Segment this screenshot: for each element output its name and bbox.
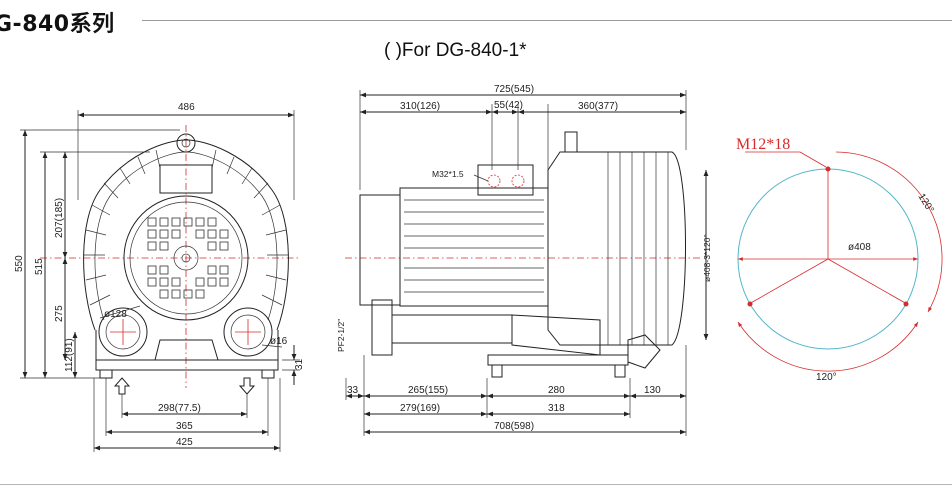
dim-265: 265(155) xyxy=(408,385,448,396)
dim-298: 298(77.5) xyxy=(158,403,201,414)
section-header: G-840系列 xyxy=(0,0,952,40)
series-title: G-840系列 xyxy=(0,12,115,37)
dim-55: 55(42) xyxy=(494,100,523,111)
flange-view: M12*18 ø408 120° 120° xyxy=(736,136,943,383)
fan-grille xyxy=(147,217,229,299)
dim-112: 112(91) xyxy=(64,338,75,372)
dim-275: 275 xyxy=(54,305,65,322)
dim-port-128: ø128 xyxy=(104,309,127,320)
model-subtitle: ( )For DG-840-1* xyxy=(384,40,527,61)
dim-279: 279(169) xyxy=(400,403,440,414)
dim-408-3: ø408-3*120° xyxy=(702,234,712,282)
dim-207: 207(185) xyxy=(54,198,65,238)
side-view: M32*1.5 PF2-1/2" 725(545) 310(126) 55(42… xyxy=(336,84,712,436)
flange-dia: ø408 xyxy=(848,242,871,253)
dim-425: 425 xyxy=(176,437,193,448)
dim-31: 31 xyxy=(294,358,305,370)
dim-360: 360(377) xyxy=(578,101,618,112)
flange-angle-2: 120° xyxy=(816,372,837,383)
dim-725: 725(545) xyxy=(494,84,534,95)
dim-33: 33 xyxy=(347,385,359,396)
dim-318: 318 xyxy=(548,403,565,414)
flange-angle-1: 120° xyxy=(915,192,935,215)
front-view: 486 550 515 207(185) 275 112(91) ø128 ø1… xyxy=(14,102,305,452)
label-pf: PF2-1/2" xyxy=(336,319,346,352)
dim-130: 130 xyxy=(644,385,661,396)
dim-515: 515 xyxy=(34,258,45,275)
dim-16: ø16 xyxy=(270,336,288,347)
dim-708: 708(598) xyxy=(494,421,534,432)
bottom-divider xyxy=(0,484,952,485)
dim-550: 550 xyxy=(14,255,25,272)
dim-486: 486 xyxy=(178,102,195,113)
dim-280: 280 xyxy=(548,385,565,396)
dim-365: 365 xyxy=(176,421,193,432)
label-m32: M32*1.5 xyxy=(432,169,464,179)
flange-bolt-label: M12*18 xyxy=(736,136,790,153)
title-divider xyxy=(142,20,952,21)
dim-310: 310(126) xyxy=(400,101,440,112)
